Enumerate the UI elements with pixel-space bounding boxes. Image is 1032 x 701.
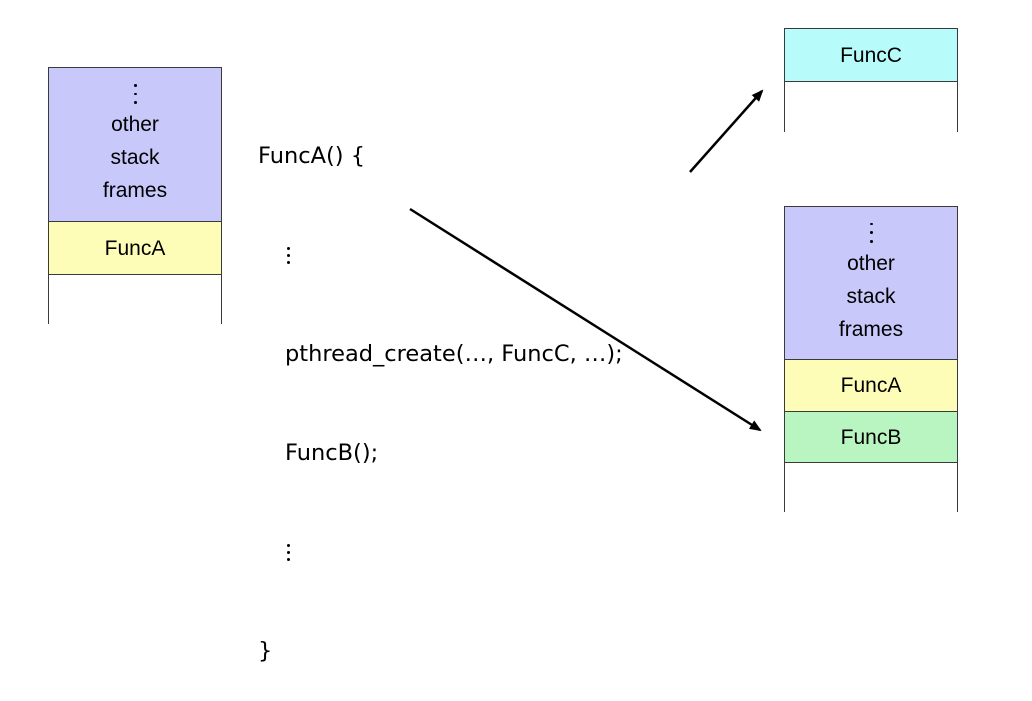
arrow-to-funcc [689,89,764,173]
ellipsis-dots [133,82,137,108]
code-line-ellipsis [258,536,623,569]
frame-label-line: frames [102,179,168,202]
frame-label-line: stack [846,284,896,308]
vertical-ellipsis-icon [285,245,291,266]
frame-label-line: stack [110,146,160,169]
frame-label-line: other [111,113,159,136]
code-line: pthread_create(…, FuncC, …); [258,338,623,371]
vertical-ellipsis-icon [285,542,291,563]
code-line: FuncA() { [258,140,623,173]
code-line-ellipsis [258,239,623,272]
arrow-to-funcb [409,207,762,432]
right-other-stack-frames: other stack frames [785,206,957,359]
right-funca-frame: FuncA [785,359,957,411]
code-text: FuncB(); [285,440,379,466]
left-funca-frame: FuncA [49,221,221,275]
code-block: FuncA() { pthread_create(…, FuncC, …); F… [258,74,623,701]
left-other-stack-frames: other stack frames [49,67,221,221]
frame-label: FuncA [104,236,166,260]
frame-label: FuncA [840,374,902,397]
left-stack: other stack frames FuncA [48,67,222,324]
frame-label-line: other [847,251,895,275]
bottom-right-stack: other stack frames FuncA FuncB [784,206,958,512]
code-text: pthread_create(…, FuncC, …); [285,341,623,367]
ellipsis-dots [869,221,873,247]
arrows-layer [409,89,764,432]
code-text: FuncA() { [258,143,366,169]
code-text: } [258,638,273,664]
funcc-frame: FuncC [785,28,957,82]
top-right-stack: FuncC [784,28,958,132]
code-line: } [258,635,623,668]
code-line: FuncB(); [258,437,623,470]
frame-label-line: frames [838,317,904,341]
funcb-frame: FuncB [785,411,957,463]
frame-label: FuncB [840,425,902,449]
frame-label: FuncC [840,43,902,67]
